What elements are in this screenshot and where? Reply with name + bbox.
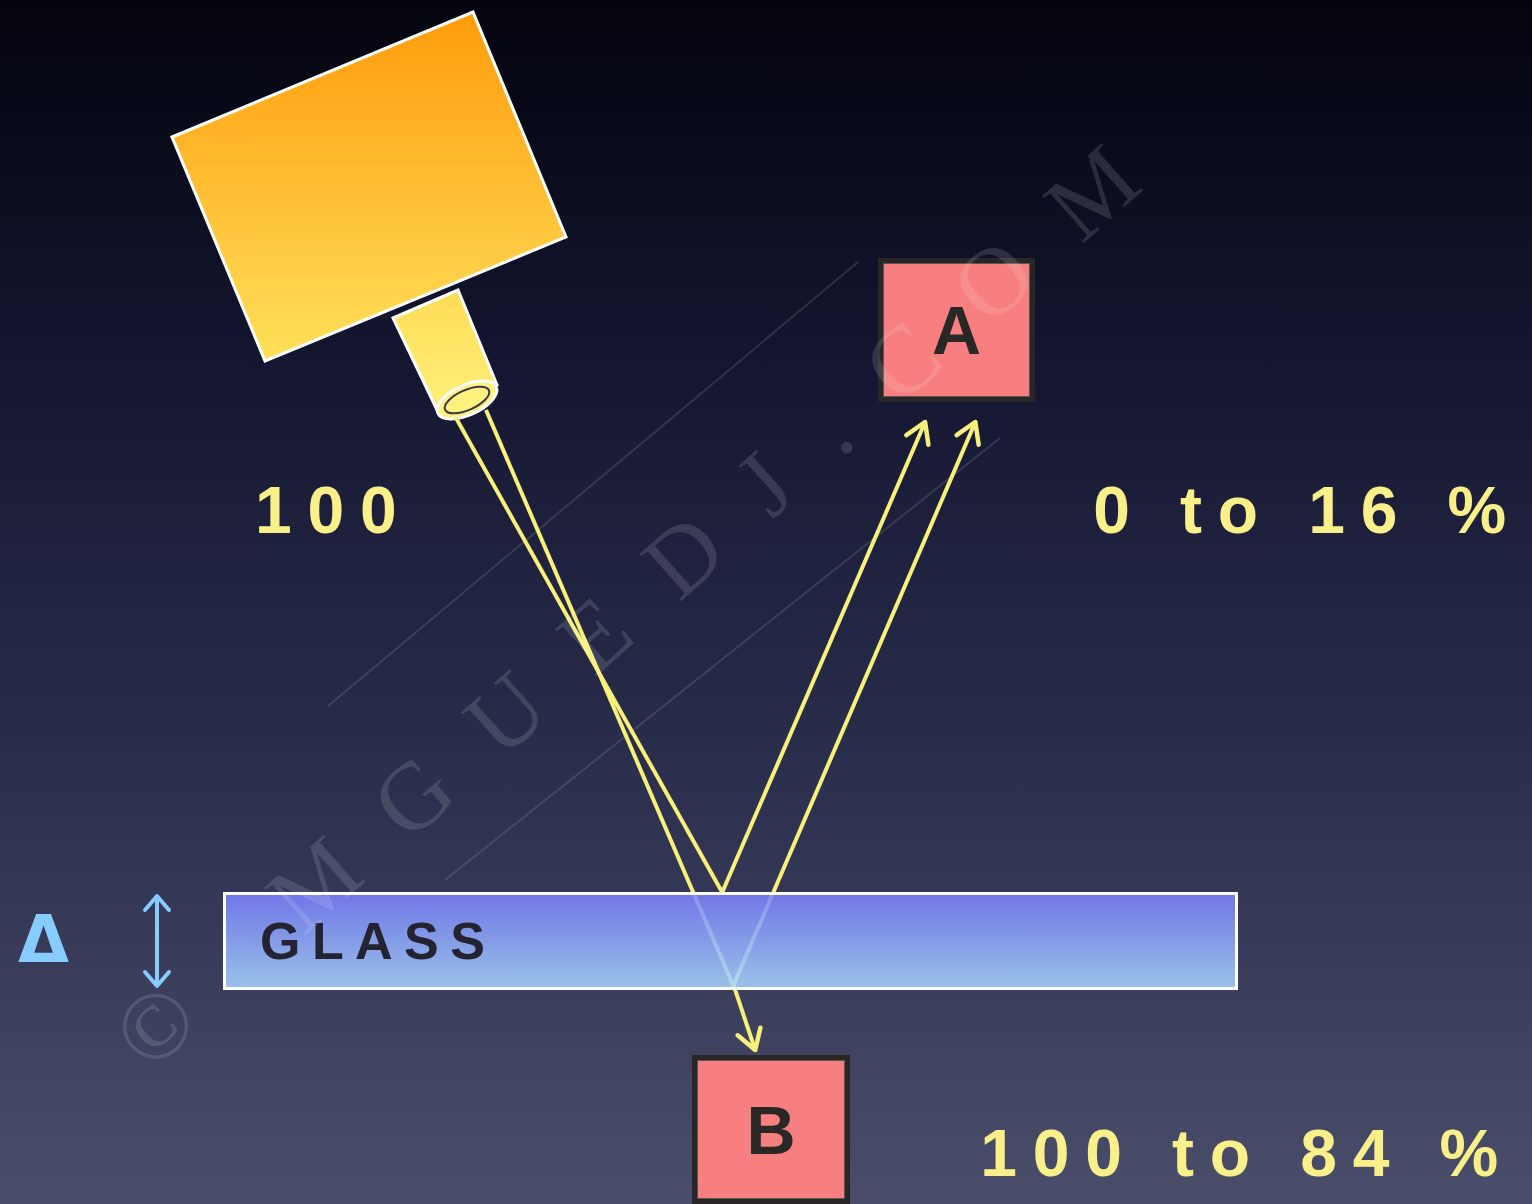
glass-plate: GLASS [223,892,1238,990]
lamp-opening-inner [441,381,493,419]
intensity-value: 100 [255,477,413,543]
light-ray [734,985,756,1050]
detector-label: B [746,1096,795,1164]
thickness-symbol: Δ [18,907,69,973]
reflection-range: 0 to 16 % [1093,477,1522,543]
lamp-body [172,12,566,361]
detector-box: B [692,1055,850,1204]
transmission-range: 100 to 84 % [980,1120,1514,1186]
